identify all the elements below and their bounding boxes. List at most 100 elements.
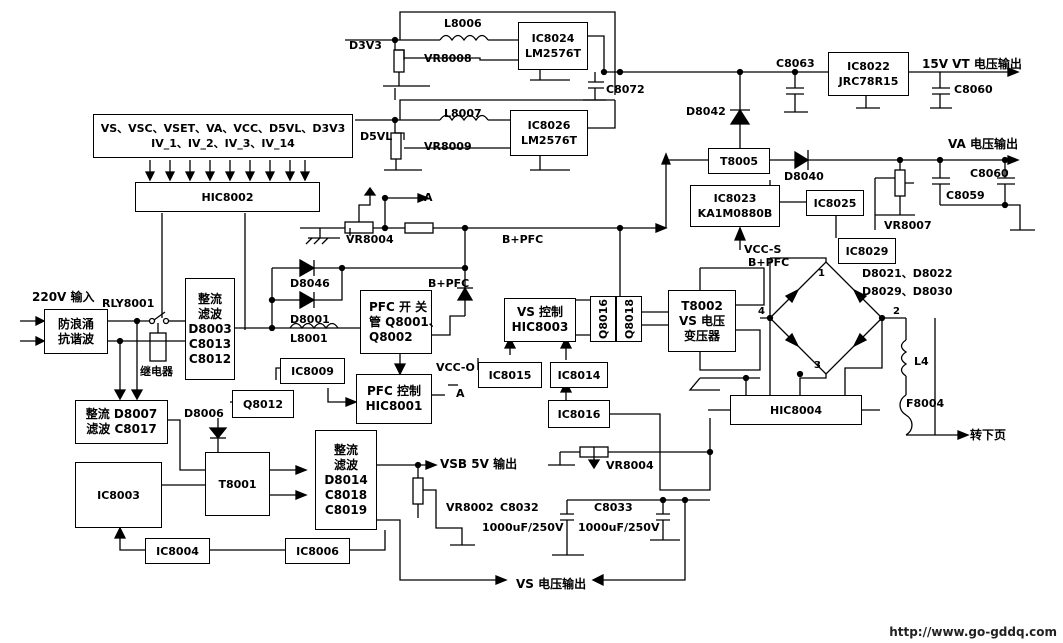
ic8004-block: IC8004 <box>145 538 210 564</box>
c8033-value-label: 1000uF/250V <box>578 521 660 534</box>
rect1-line5: C8012 <box>188 351 232 366</box>
bridge-diodes-label-1: D8021、D8022 <box>862 267 953 280</box>
bpfc-pfc-label: B+PFC <box>428 277 470 290</box>
vs-control-line2: HIC8003 <box>511 320 569 334</box>
rect2-line3: D8014 <box>324 472 368 487</box>
ic8014-label: IC8014 <box>557 368 601 382</box>
ic8026-part: LM2576T <box>520 134 578 147</box>
hic8002-label: HIC8002 <box>201 190 254 204</box>
ic8026-block: IC8026 LM2576T <box>510 110 588 156</box>
ic8022-label: IC8022 <box>847 60 890 73</box>
website-watermark: http://www.go-gddq.com <box>889 625 1057 639</box>
q8012-label: Q8012 <box>243 397 283 411</box>
c8032-value-label: 1000uF/250V <box>482 521 564 534</box>
ic8025-label: IC8025 <box>813 196 857 210</box>
d8046-label: D8046 <box>290 277 330 290</box>
ic8009-block: IC8009 <box>280 358 345 384</box>
pfc-switch-line2: 管 Q8001、 <box>369 314 441 329</box>
vr8009-label: VR8009 <box>424 140 472 153</box>
ic8022-part: JRC78R15 <box>838 75 899 88</box>
220v-input-label: 220V 输入 <box>32 290 95 304</box>
surge-filter-block: 防浪涌 抗谐波 <box>44 309 108 354</box>
l8001-label: L8001 <box>290 332 328 345</box>
t8005-label: T8005 <box>719 154 759 168</box>
c8032-label: C8032 <box>500 501 539 514</box>
c8063-label: C8063 <box>776 57 815 70</box>
ic8024-part: LM2576T <box>524 47 582 60</box>
vr8008-label: VR8008 <box>424 52 472 65</box>
d8006-label: D8006 <box>184 407 224 420</box>
l4-label: L4 <box>914 355 929 368</box>
d3v3-label: D3V3 <box>349 39 382 52</box>
ic8003-label: IC8003 <box>97 488 140 502</box>
ic8006-label: IC8006 <box>296 544 339 558</box>
ic8006-block: IC8006 <box>285 538 350 564</box>
vs-voltage-list-box: VS、VSC、VSET、VA、VCC、D5VL、D3V3 IV_1、IV_2、I… <box>93 114 353 158</box>
ic8024-label: IC8024 <box>531 32 575 45</box>
15v-output-label: 15V VT 电压输出 <box>922 57 1022 71</box>
q8018-label: Q8018 <box>622 299 636 339</box>
pfc-switch-line3: Q8002 <box>369 329 413 344</box>
ic8029-block: IC8029 <box>838 238 896 264</box>
pfc-switch-block: PFC 开 关 管 Q8001、 Q8002 <box>360 290 441 354</box>
vs-control-line1: VS 控制 <box>516 305 564 319</box>
hic8002-block: HIC8002 <box>135 182 320 212</box>
bpfc-transformer-label: B+PFC <box>748 256 790 269</box>
pfc-switch-line1: PFC 开 关 <box>369 299 428 314</box>
ic8014-block: IC8014 <box>550 362 608 388</box>
f8004-label: F8004 <box>906 397 945 410</box>
ic8004-label: IC8004 <box>156 544 199 558</box>
t8002-transformer-block: T8002 VS 电压 变压器 <box>668 290 736 352</box>
pfc-control-block: PFC 控制 HIC8001 <box>356 374 432 424</box>
ic8023-block: IC8023 KA1M0880B <box>690 185 780 227</box>
ic8022-block: IC8022 JRC78R15 <box>828 52 909 96</box>
bridge-pin-1: 1 <box>818 268 825 279</box>
va-output-label: VA 电压输出 <box>948 137 1018 151</box>
surge-filter-line2: 抗谐波 <box>57 331 94 346</box>
a-terminal-label-1: A <box>424 191 433 204</box>
c8060-top-label: C8060 <box>954 83 993 96</box>
t8005-block: T8005 <box>708 148 770 174</box>
rect2-line1: 整流 <box>333 442 358 457</box>
vr8007-label: VR8007 <box>884 219 932 232</box>
vr8004-bottom-label: VR8004 <box>606 459 654 472</box>
vs-output-label: VS 电压输出 <box>516 577 587 591</box>
bridge-diodes-label-2: D8029、D8030 <box>862 285 953 298</box>
pfc-control-line1: PFC 控制 <box>367 384 421 398</box>
vr8004-top-label: VR8004 <box>346 233 394 246</box>
bridge-pin-4: 4 <box>758 306 765 317</box>
q8016-block: Q8016 <box>590 296 616 342</box>
d8001-label: D8001 <box>290 313 330 326</box>
q8018-block: Q8018 <box>616 296 642 342</box>
bpfc-main-label: B+PFC <box>502 233 544 246</box>
ic8016-label: IC8016 <box>557 407 601 421</box>
ic8003-block: IC8003 <box>75 462 162 528</box>
rectifier-filter-block-2: 整流 滤波 D8014 C8018 C8019 <box>315 430 377 530</box>
a-terminal-label-2: A <box>456 387 465 400</box>
surge-filter-line1: 防浪涌 <box>57 316 94 331</box>
rect1-line1: 整流 <box>197 291 222 306</box>
ic8009-label: IC8009 <box>291 364 334 378</box>
bridge-pin-3: 3 <box>814 360 821 371</box>
l8007-label: L8007 <box>444 107 482 120</box>
bridge-pin-2: 2 <box>893 306 900 317</box>
vsb-5v-output-label: VSB 5V 输出 <box>440 457 518 471</box>
ic8025-block: IC8025 <box>806 190 864 216</box>
t8002-line1: T8002 <box>681 298 723 313</box>
d5vl-label: D5VL <box>360 130 393 143</box>
rly8001-label: RLY8001 <box>102 297 155 310</box>
q8012-block: Q8012 <box>232 390 294 418</box>
vs-voltage-list-line1: VS、VSC、VSET、VA、VCC、D5VL、D3V3 <box>100 122 346 135</box>
rect1-line3: D8003 <box>188 321 232 336</box>
rect2-line5: C8019 <box>324 502 368 517</box>
t8001-label: T8001 <box>218 477 257 491</box>
vcc-o-label: VCC-O <box>436 361 475 374</box>
t8001-block: T8001 <box>205 452 270 516</box>
t8002-line3: 变压器 <box>683 328 720 343</box>
rectifier-filter-block-1: 整流 滤波 D8003 C8013 C8012 <box>185 278 235 380</box>
ic8023-part: KA1M0880B <box>697 207 773 220</box>
vcc-s-label: VCC-S <box>744 243 782 256</box>
ic8026-label: IC8026 <box>527 119 571 132</box>
relay-label: 继电器 <box>140 365 173 378</box>
